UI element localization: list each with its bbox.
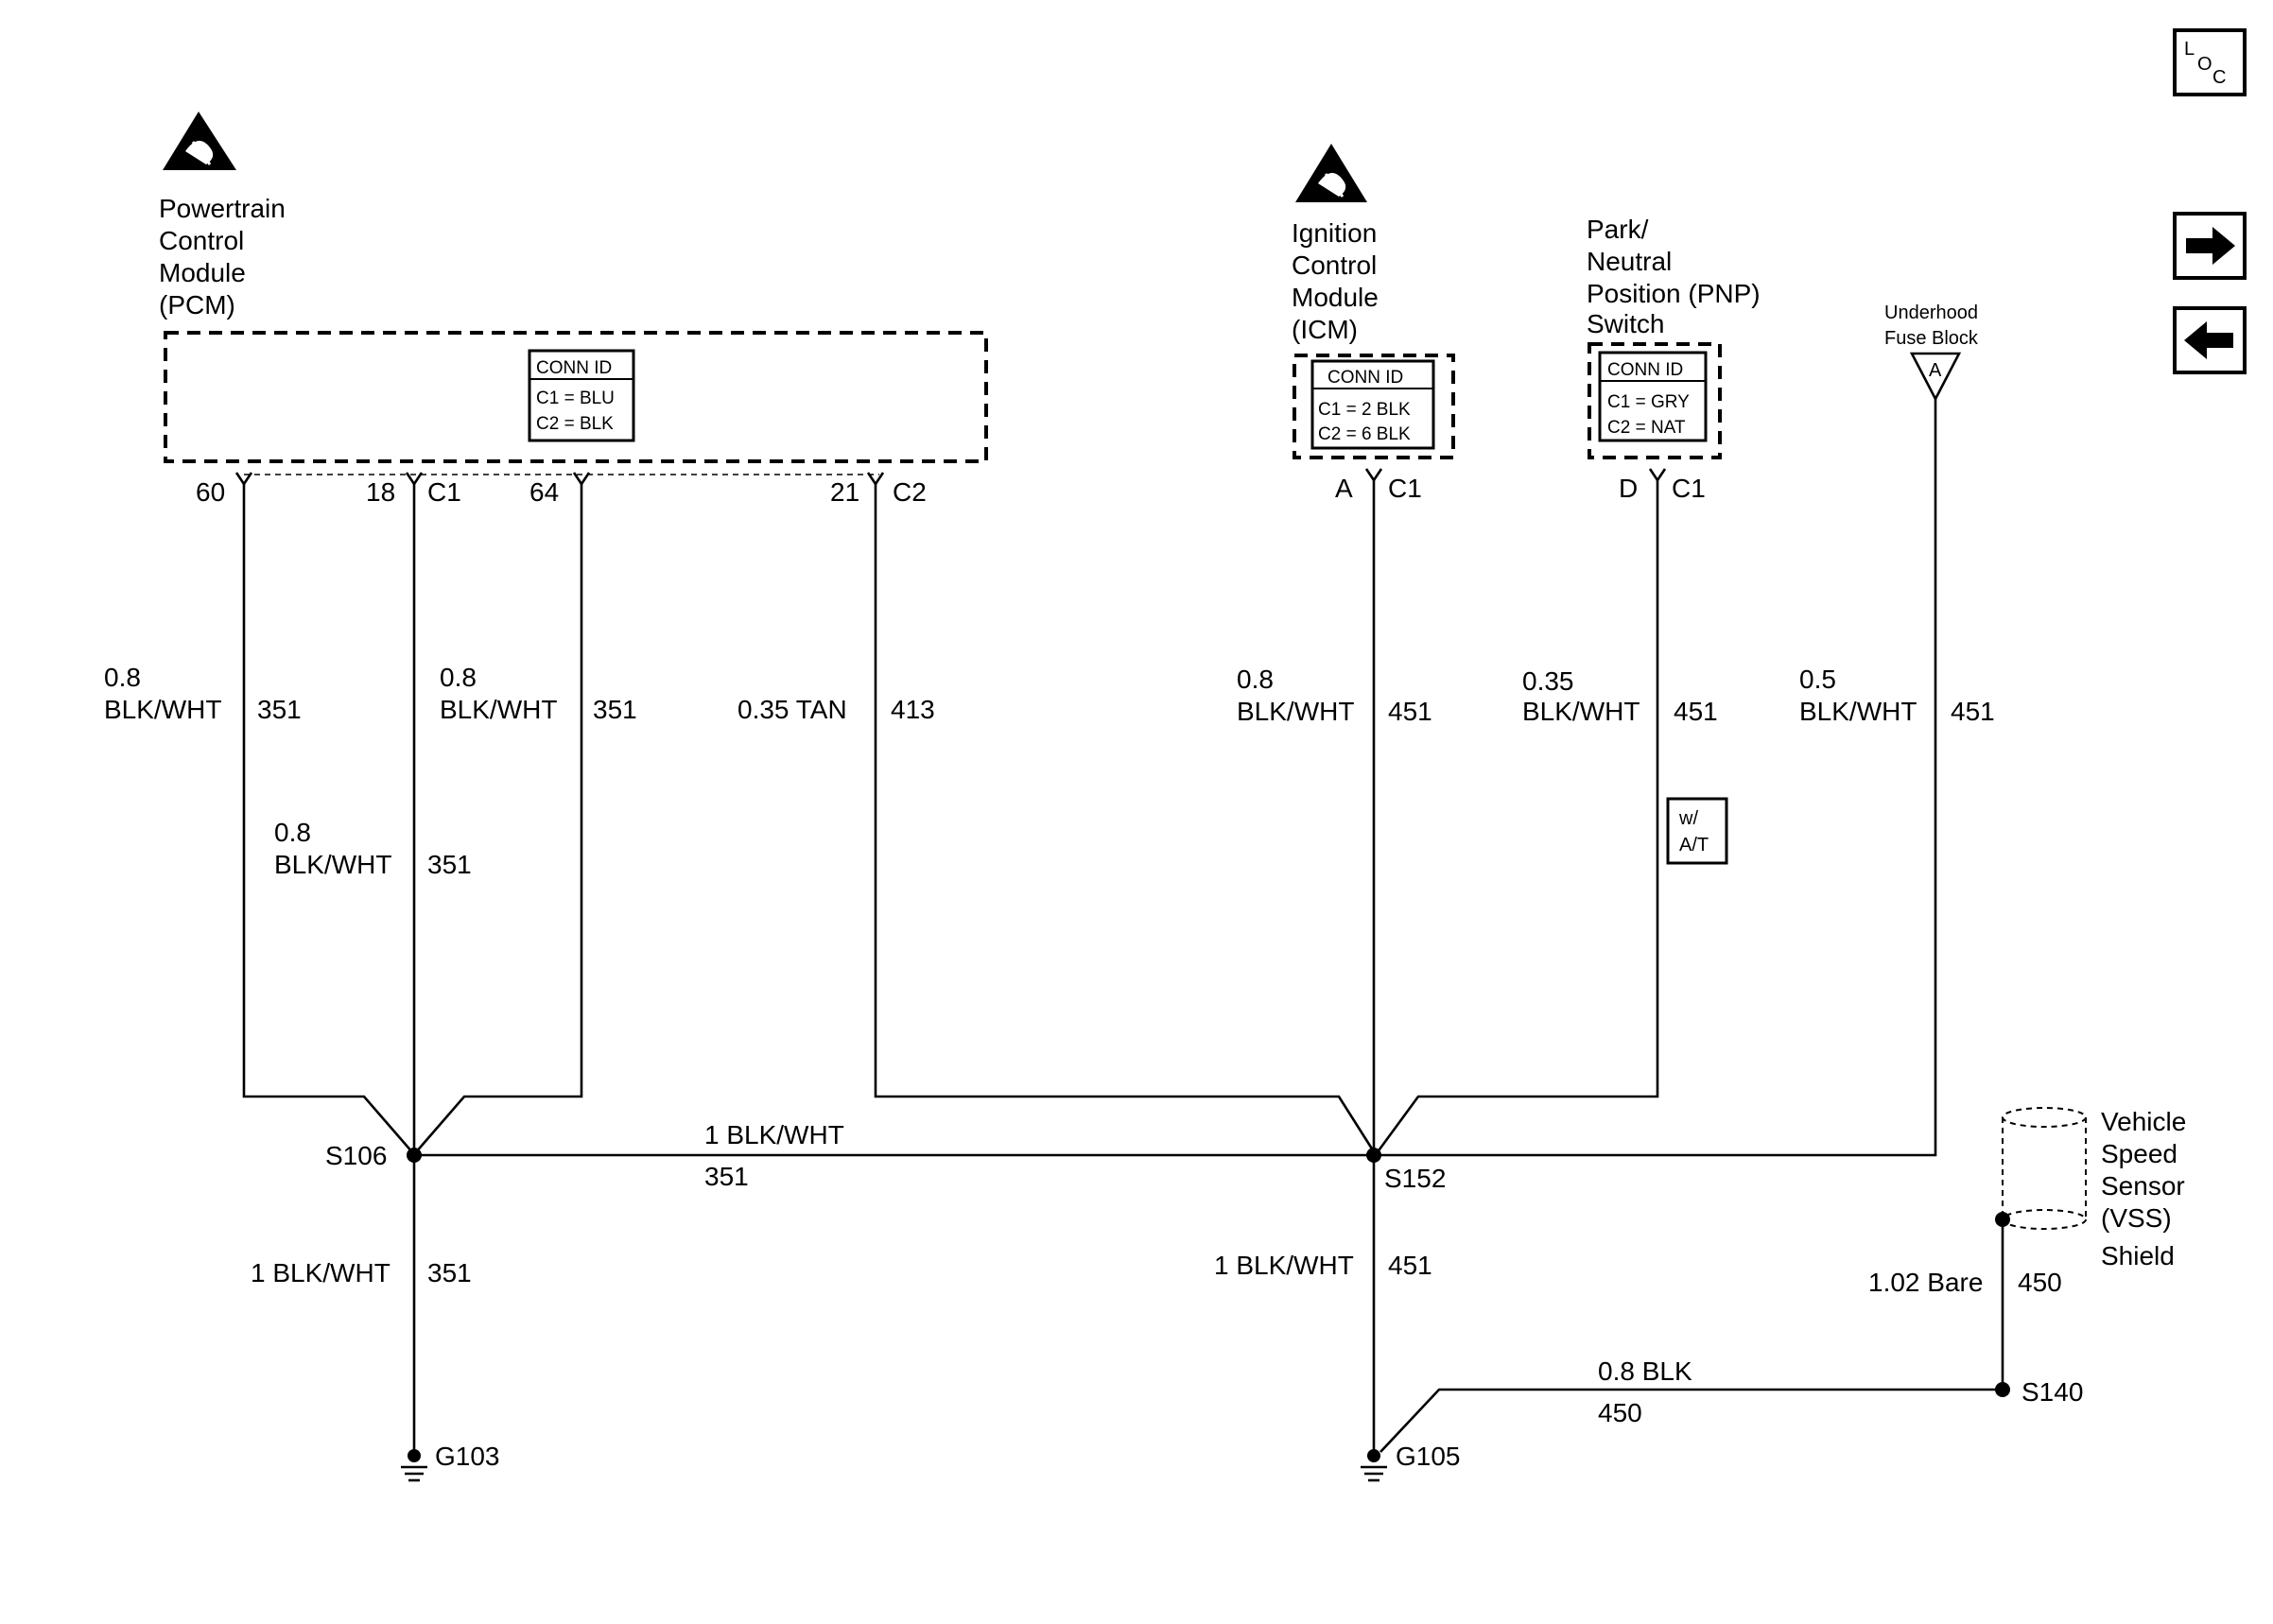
pcm-name-line4: (PCM) bbox=[159, 290, 235, 320]
w3-size: 0.8 bbox=[440, 663, 477, 692]
splice-s106-label: S106 bbox=[325, 1141, 387, 1170]
w4-label: 0.35 TAN bbox=[737, 695, 847, 724]
vss-name-line2: Speed bbox=[2101, 1139, 2178, 1168]
s140-wire-label: 0.8 BLK bbox=[1598, 1356, 1692, 1386]
pcm-name-line3: Module bbox=[159, 258, 246, 287]
pcm-pin-18: 18 bbox=[366, 477, 395, 507]
s140-wire-circuit: 450 bbox=[1598, 1398, 1642, 1427]
loc-icon[interactable]: L O C bbox=[2173, 28, 2247, 96]
w5-size: 0.8 bbox=[1237, 665, 1274, 694]
vss-name-line3: Sensor bbox=[2101, 1171, 2185, 1201]
option-box-at: w/ A/T bbox=[1666, 797, 1728, 865]
w2-color: BLK/WHT bbox=[274, 850, 391, 879]
splice-s152-label: S152 bbox=[1384, 1164, 1446, 1193]
pcm-pin-c1: C1 bbox=[427, 477, 461, 507]
wire-paths bbox=[242, 399, 2004, 1456]
w5-color: BLK/WHT bbox=[1237, 697, 1354, 726]
shield-wire-label: 1.02 Bare bbox=[1868, 1268, 1983, 1297]
w5-circuit: 451 bbox=[1388, 697, 1432, 726]
w6-size: 0.35 bbox=[1522, 666, 1574, 696]
pnp-conn-c2: C2 = NAT bbox=[1607, 418, 1686, 438]
pnp-name-line1: Park/ bbox=[1587, 215, 1649, 244]
pcm-name-line2: Control bbox=[159, 226, 244, 255]
shield-wire-circuit: 450 bbox=[2018, 1268, 2062, 1297]
trunk-label: 1 BLK/WHT bbox=[704, 1120, 844, 1149]
option-box-line1: w/ bbox=[1678, 808, 1698, 829]
arrow-left-icon[interactable] bbox=[2173, 306, 2247, 374]
ground-g105-icon bbox=[1361, 1449, 1387, 1482]
w6-circuit: 451 bbox=[1674, 697, 1718, 726]
fuse-block-name-line2: Fuse Block bbox=[1884, 328, 1979, 349]
pcm-conn-title: CONN ID bbox=[536, 358, 612, 378]
fuse-block-terminal: A bbox=[1909, 352, 1962, 402]
w1-color: BLK/WHT bbox=[104, 695, 221, 724]
loc-letter-o: O bbox=[2197, 54, 2212, 75]
g105-wire-label: 1 BLK/WHT bbox=[1214, 1251, 1354, 1280]
pnp-conn-title: CONN ID bbox=[1607, 360, 1683, 380]
w3-circuit: 351 bbox=[593, 695, 637, 724]
vss-name-line4: (VSS) bbox=[2101, 1203, 2172, 1233]
vss-shield-cylinder bbox=[1995, 1107, 2087, 1230]
icm-conn-id-box: CONN ID C1 = 2 BLK C2 = 6 BLK bbox=[1310, 359, 1435, 450]
icm-esd-icon bbox=[1295, 144, 1367, 202]
fuse-block-terminal-label: A bbox=[1929, 360, 1942, 381]
splice-s140-dot bbox=[1995, 1382, 2010, 1397]
ground-g105-label: G105 bbox=[1396, 1442, 1461, 1471]
pcm-conn-c2: C2 = BLK bbox=[536, 414, 614, 434]
pnp-conn-id-box: CONN ID C1 = GRY C2 = NAT bbox=[1598, 351, 1708, 442]
w7-size: 0.5 bbox=[1799, 665, 1836, 694]
w2-size: 0.8 bbox=[274, 818, 311, 847]
icm-conn-c1: C1 = 2 BLK bbox=[1318, 400, 1411, 420]
loc-letter-l: L bbox=[2184, 39, 2195, 60]
trunk-circuit: 351 bbox=[704, 1162, 749, 1191]
icm-pin-a: A bbox=[1335, 474, 1353, 503]
pcm-conn-id-box: CONN ID C1 = BLU C2 = BLK bbox=[528, 349, 635, 442]
pcm-pin-21: 21 bbox=[830, 477, 859, 507]
splice-s106-dot bbox=[407, 1148, 422, 1163]
pcm-conn-c1: C1 = BLU bbox=[536, 389, 615, 408]
ground-g103-icon bbox=[401, 1449, 427, 1482]
icm-conn-title: CONN ID bbox=[1327, 368, 1403, 388]
w7-circuit: 451 bbox=[1951, 697, 1995, 726]
pnp-pin-c1: C1 bbox=[1672, 474, 1706, 503]
pcm-pin-64: 64 bbox=[529, 477, 559, 507]
icm-name-line2: Control bbox=[1292, 251, 1377, 280]
pcm-name-line1: Powertrain bbox=[159, 194, 286, 223]
pnp-name-line4: Switch bbox=[1587, 309, 1664, 338]
pcm-esd-icon bbox=[163, 112, 236, 170]
pcm-pin-60: 60 bbox=[196, 477, 225, 507]
fuse-block-name-line1: Underhood bbox=[1884, 302, 1978, 323]
option-box-line2: A/T bbox=[1679, 835, 1709, 855]
loc-letter-c: C bbox=[2212, 67, 2226, 88]
icm-name-line1: Ignition bbox=[1292, 218, 1377, 248]
icm-name-line4: (ICM) bbox=[1292, 315, 1358, 344]
g103-wire-label: 1 BLK/WHT bbox=[251, 1258, 390, 1287]
w6-color: BLK/WHT bbox=[1522, 697, 1640, 726]
icm-conn-c2: C2 = 6 BLK bbox=[1318, 424, 1411, 444]
splice-s140-label: S140 bbox=[2021, 1377, 2083, 1407]
pnp-conn-c1: C1 = GRY bbox=[1607, 392, 1690, 412]
w2-circuit: 351 bbox=[427, 850, 472, 879]
ground-g103-label: G103 bbox=[435, 1442, 500, 1471]
icm-name-line3: Module bbox=[1292, 283, 1379, 312]
pnp-name-line2: Neutral bbox=[1587, 247, 1672, 276]
icm-pin-c1: C1 bbox=[1388, 474, 1422, 503]
pnp-pin-d: D bbox=[1619, 474, 1638, 503]
w7-color: BLK/WHT bbox=[1799, 697, 1917, 726]
vss-name-line1: Vehicle bbox=[2101, 1107, 2186, 1136]
w1-circuit: 351 bbox=[257, 695, 302, 724]
splice-s152-dot bbox=[1366, 1148, 1381, 1163]
w4-circuit: 413 bbox=[891, 695, 935, 724]
g103-wire-circuit: 351 bbox=[427, 1258, 472, 1287]
pcm-pin-c2: C2 bbox=[893, 477, 927, 507]
arrow-right-icon[interactable] bbox=[2173, 212, 2247, 280]
pnp-outline bbox=[1588, 342, 1722, 459]
pnp-name-line3: Position (PNP) bbox=[1587, 279, 1761, 308]
vss-shield-label: Shield bbox=[2101, 1241, 2175, 1270]
pcm-outline bbox=[164, 331, 988, 463]
g105-wire-circuit: 451 bbox=[1388, 1251, 1432, 1280]
w1-size: 0.8 bbox=[104, 663, 141, 692]
w3-color: BLK/WHT bbox=[440, 695, 557, 724]
